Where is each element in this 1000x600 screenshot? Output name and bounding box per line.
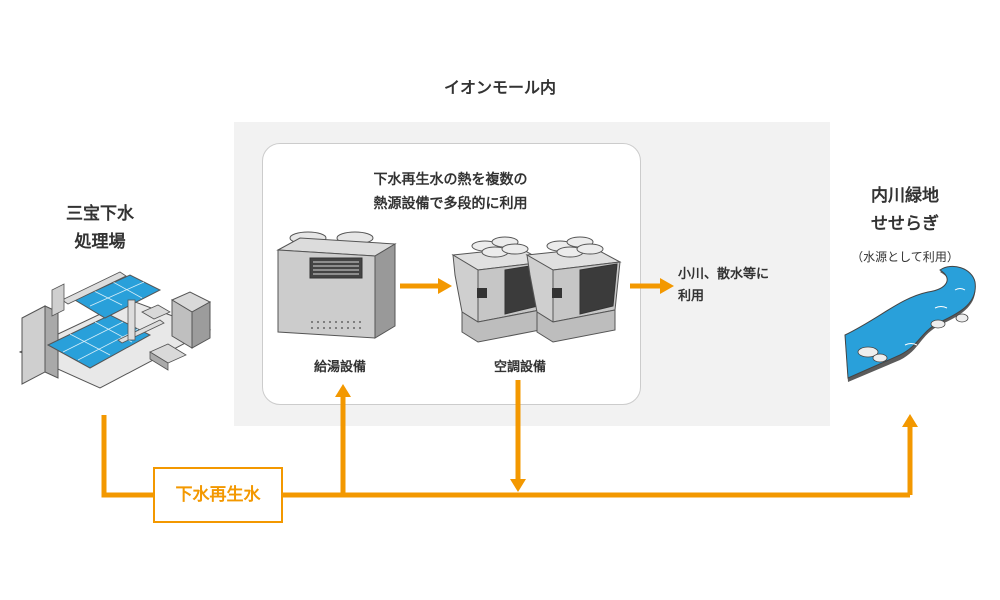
heat-use-line-1: 下水再生水の熱を複数の bbox=[373, 172, 528, 188]
uchikawa-sub-label: （水源として利用） bbox=[851, 250, 959, 264]
heat-use-description: 下水再生水の熱を複数の 熱源設備で多段的に利用 bbox=[262, 168, 639, 216]
air-conditioning-label: 空調設備 bbox=[493, 360, 546, 375]
water-heater-label: 給湯設備 bbox=[313, 360, 366, 375]
arrow-to-river-use bbox=[660, 278, 674, 294]
uchikawa-line-2: せせらぎ bbox=[871, 214, 939, 234]
arrow-to-cooling bbox=[438, 278, 452, 294]
arrow-down-from-cooling bbox=[510, 479, 526, 492]
stream-illustration bbox=[844, 266, 976, 382]
treatment-plant-line-1: 三宝下水 bbox=[66, 204, 134, 224]
flow-arrowheads bbox=[335, 278, 918, 492]
river-use-line-2: 利用 bbox=[678, 289, 705, 304]
river-use-label: 小川、散水等に 利用 bbox=[678, 264, 769, 308]
flow-lines bbox=[101, 283, 913, 498]
recycled-water-box: 下水再生水 bbox=[153, 467, 283, 523]
arrow-up-to-stream bbox=[902, 414, 918, 427]
heat-use-line-2: 熱源設備で多段的に利用 bbox=[373, 196, 528, 212]
mall-title: イオンモール内 bbox=[443, 78, 556, 97]
uchikawa-label: 内川緑地 せせらぎ bbox=[830, 182, 980, 238]
cooling-tower-illustration bbox=[451, 236, 622, 343]
treatment-plant-line-2: 処理場 bbox=[74, 232, 126, 252]
water-heater-illustration bbox=[276, 231, 397, 339]
river-use-line-1: 小川、散水等に bbox=[678, 267, 770, 282]
arrow-up-to-heater bbox=[335, 384, 351, 397]
uchikawa-line-1: 内川緑地 bbox=[871, 186, 939, 206]
treatment-plant-label: 三宝下水 処理場 bbox=[40, 200, 160, 256]
treatment-plant-illustration bbox=[18, 271, 212, 389]
